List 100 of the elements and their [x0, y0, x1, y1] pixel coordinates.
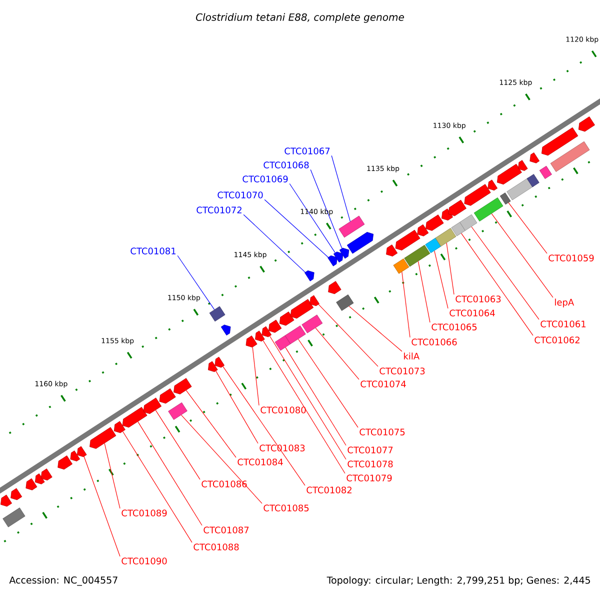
gene-label: CTC01084 [238, 458, 283, 466]
leader-line [186, 390, 236, 458]
gene-feature [328, 255, 338, 266]
leader-line [262, 340, 346, 474]
gene-label: CTC01064 [450, 310, 495, 316]
gene-block [506, 177, 534, 200]
gene-label: CTC01072 [196, 206, 242, 214]
leader-line [222, 366, 306, 486]
gene-block [550, 141, 590, 172]
gene-feature [76, 446, 87, 458]
gene-label: CTC01066 [412, 338, 457, 346]
gene-feature [346, 232, 374, 254]
leader-line [177, 255, 215, 310]
gene-feature [426, 214, 444, 231]
gene-block [2, 508, 26, 528]
leader-line [461, 233, 534, 336]
gene-label: CTC01061 [540, 320, 586, 328]
gene-label: CTC01067 [284, 148, 330, 154]
gene-label: CTC01090 [122, 558, 167, 564]
leader-line [402, 272, 410, 338]
gene-block [474, 197, 504, 222]
gene-label: CTC01082 [306, 486, 352, 494]
gene-block [404, 244, 430, 267]
gene-label: CTC01079 [346, 474, 392, 482]
gene-feature [268, 320, 282, 333]
gene-label: CTC01068 [264, 162, 309, 168]
gene-block [435, 228, 456, 247]
gene-feature [143, 398, 162, 414]
leader-line [270, 336, 346, 460]
leader-line [104, 443, 120, 509]
gene-feature [328, 281, 342, 294]
leader-line [155, 410, 200, 480]
accession-text: Accession: NC_004557 [9, 576, 118, 586]
gene-feature [220, 324, 231, 336]
leader-line [331, 155, 350, 222]
gene-feature [417, 224, 429, 236]
gene-feature [310, 295, 320, 306]
gene-feature [518, 160, 528, 171]
leader-line [348, 306, 402, 352]
gene-feature [279, 312, 294, 326]
gene-block [336, 294, 354, 311]
leader-line [315, 328, 360, 380]
gene-label: CTC01069 [242, 176, 288, 182]
leader-line [446, 242, 454, 295]
gene-feature [246, 336, 258, 348]
gene-label: lepA [555, 298, 574, 308]
gene-label: CTC01085 [264, 504, 309, 512]
gene-feature [0, 494, 12, 507]
gene-block [209, 306, 226, 322]
gene-feature [530, 152, 540, 164]
gene-feature [10, 488, 22, 500]
leader-line [84, 456, 120, 557]
leader-line [243, 214, 306, 272]
gene-block [425, 238, 442, 254]
leader-line [471, 226, 540, 320]
gene-feature [448, 200, 466, 216]
gene-feature [395, 230, 420, 250]
gene-feature [339, 248, 350, 259]
gene-feature [122, 406, 148, 428]
gene-label: CTC01074 [360, 380, 406, 388]
gene-label: CTC01065 [432, 324, 477, 330]
gene-label: CTC01078 [348, 460, 393, 468]
gene-feature [70, 450, 80, 462]
leader-line [181, 414, 262, 504]
gene-block [451, 222, 466, 236]
gene-label: kilA [404, 352, 420, 360]
gene-label: CTC01089 [122, 510, 167, 516]
leader-line [216, 370, 258, 444]
gene-feature [90, 427, 116, 449]
leader-line [264, 199, 328, 258]
gene-feature [386, 244, 398, 256]
gene-feature [333, 252, 344, 262]
leader-line [418, 261, 430, 323]
gene-feature [542, 127, 578, 156]
gene-label: CTC01059 [548, 254, 594, 262]
gene-label: CTC01080 [260, 406, 306, 414]
title: Clostridium tetani E88, complete genome [196, 13, 404, 23]
gene-feature [578, 116, 595, 132]
leader-line [138, 421, 202, 526]
gene-label: CTC01075 [360, 428, 405, 436]
leader-line [289, 183, 336, 253]
gene-block [500, 192, 511, 205]
leader-line [252, 347, 260, 406]
gene-label: CTC01063 [456, 296, 501, 302]
gene-label: CTC01088 [194, 544, 239, 550]
leader-line [310, 169, 342, 249]
leader-line [318, 304, 378, 367]
leader-line [508, 202, 548, 254]
gene-block [168, 402, 188, 420]
gene-feature [290, 299, 314, 319]
gene-feature [464, 184, 491, 206]
gene-feature [255, 330, 265, 342]
leader-line [491, 213, 554, 298]
gene-feature [58, 455, 72, 470]
genome-info-text: Topology: circular; Length: 2,799,251 bp; Genes: 2,445 [326, 576, 590, 586]
gene-block [274, 335, 291, 351]
leader-line [285, 347, 346, 446]
gene-feature [208, 361, 218, 372]
gene-feature [488, 180, 498, 191]
gene-label: CTC01073 [380, 368, 425, 374]
